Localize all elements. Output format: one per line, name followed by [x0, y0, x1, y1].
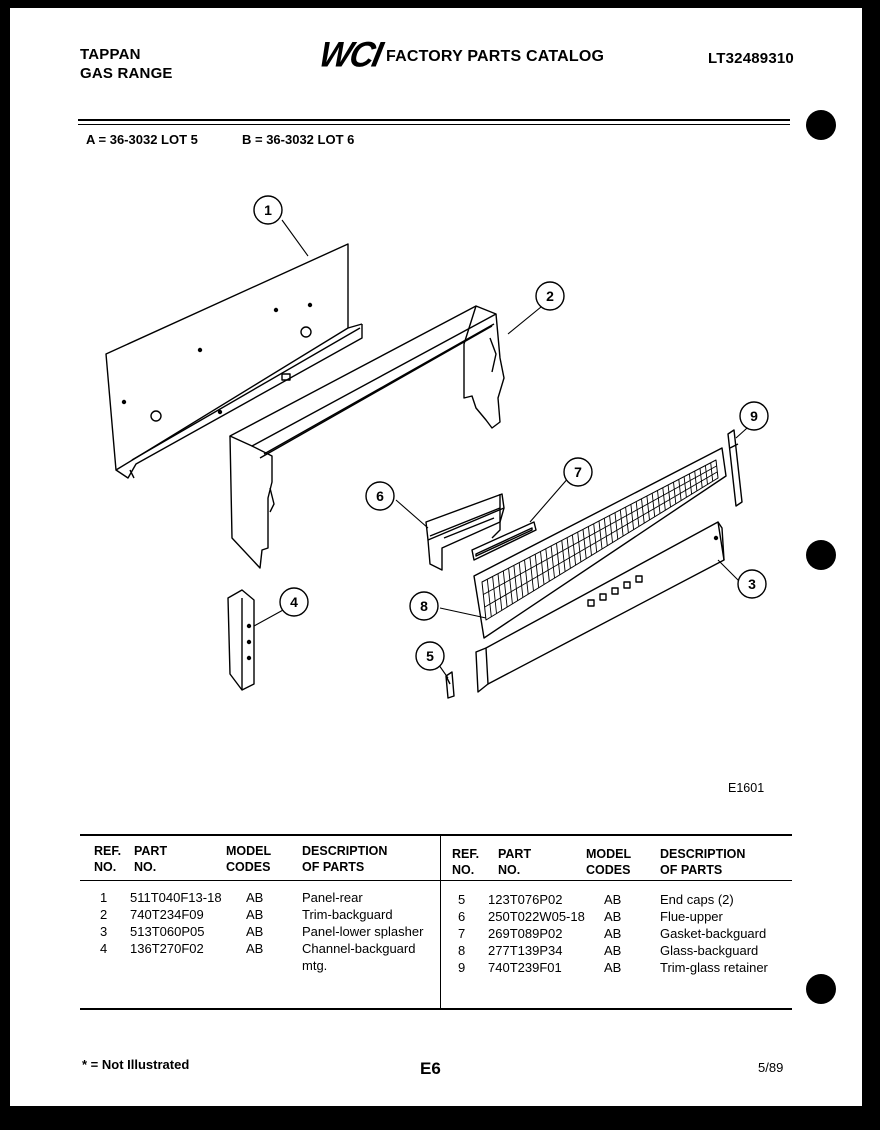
callout-label: 5 — [426, 648, 434, 664]
catalog-number: LT32489310 — [708, 50, 794, 67]
left-part-column: 511T040F13-18 740T234F09 513T060P05 136T… — [130, 890, 222, 956]
revision-date: 5/89 — [758, 1060, 784, 1075]
part-6-upper-flue — [425, 493, 505, 571]
punch-hole-top — [806, 110, 836, 140]
punch-hole-bottom — [806, 974, 836, 1004]
callout-label: 1 — [264, 202, 272, 218]
part-7-gasket — [471, 521, 537, 561]
callout-6: 6 — [365, 481, 395, 511]
table-bottom-rule — [80, 1008, 792, 1010]
part-8-glass-backguard — [473, 447, 727, 639]
brand-line-2: GAS RANGE — [80, 65, 173, 82]
left-desc-column: Panel-rear Trim-backguard Panel-lower sp… — [302, 890, 424, 973]
table-row: 7 — [458, 926, 466, 941]
table-row: 5 — [458, 892, 466, 907]
callout-label: 9 — [750, 408, 758, 424]
col-desc-left: DESCRIPTION OF PARTS — [302, 844, 388, 874]
callout-9: 9 — [739, 401, 769, 431]
col-desc-right: DESCRIPTION OF PARTS — [660, 847, 746, 877]
callout-3: 3 — [737, 569, 767, 599]
callout-label: 3 — [748, 576, 756, 592]
header-rule-thin — [78, 124, 790, 125]
right-desc-column: End caps (2) Flue-upper Gasket-backguard… — [660, 892, 768, 975]
table-divider — [440, 836, 441, 1008]
brand-title: TAPPAN GAS RANGE — [80, 45, 173, 83]
table-header-rule — [80, 880, 792, 881]
callout-4: 4 — [279, 587, 309, 617]
callout-label: 6 — [376, 488, 384, 504]
header-rule — [78, 119, 790, 121]
callout-label: 4 — [290, 594, 298, 610]
table-row: 9 — [458, 960, 466, 975]
part-4-channel-mtg — [227, 589, 255, 691]
model-b: B = 36-3032 LOT 6 — [242, 132, 355, 147]
table-row: 3 — [100, 924, 108, 939]
callout-5: 5 — [415, 641, 445, 671]
table-row: 2 — [100, 907, 108, 922]
col-ref-left: REF. NO. — [94, 844, 122, 874]
punch-hole-middle — [806, 540, 836, 570]
page-number: E6 — [420, 1059, 441, 1078]
right-ref-column: 5 6 7 8 9 — [458, 891, 465, 976]
right-part-column: 123T076P02 250T022W05-18 269T089P02 277T… — [488, 892, 585, 975]
col-ref-right: REF. NO. — [452, 847, 480, 877]
table-top-rule — [80, 834, 792, 836]
callout-1: 1 — [253, 195, 283, 225]
part-2-trim-backguard — [229, 305, 505, 569]
part-1-rear-panel — [105, 243, 363, 479]
part-9-trim-retainer — [727, 429, 743, 507]
callout-label: 7 — [574, 464, 582, 480]
callout-2: 2 — [535, 281, 565, 311]
figure-code: E1601 — [728, 781, 764, 795]
table-row: 1 — [100, 890, 108, 905]
callout-8: 8 — [409, 591, 439, 621]
catalog-title: FACTORY PARTS CATALOG — [386, 48, 605, 65]
right-codes-column: AB AB AB AB AB — [604, 892, 622, 975]
col-part-left: PART NO. — [134, 844, 168, 874]
table-row: 8 — [458, 943, 466, 958]
exploded-parts-diagram: 1 2 3 4 5 6 7 8 9 E1601 — [105, 195, 769, 795]
callout-label: 8 — [420, 598, 428, 614]
catalog-page: TAPPAN GAS RANGE WCI FACTORY PARTS CATAL… — [10, 8, 862, 1106]
col-model-left: MODEL CODES — [226, 844, 272, 874]
part-5-end-cap — [445, 671, 455, 699]
part-3-lower-splasher — [475, 521, 725, 693]
callout-label: 2 — [546, 288, 554, 304]
table-row: 4 — [100, 941, 108, 956]
col-part-right: PART NO. — [498, 847, 532, 877]
brand-line-1: TAPPAN — [80, 46, 141, 63]
not-illustrated-note: * = Not Illustrated — [82, 1057, 190, 1072]
model-a: A = 36-3032 LOT 5 — [86, 132, 198, 147]
left-ref-column: 1 2 3 4 — [100, 889, 107, 957]
callout-7: 7 — [563, 457, 593, 487]
col-model-right: MODEL CODES — [586, 847, 632, 877]
left-codes-column: AB AB AB AB — [246, 890, 264, 956]
table-row: 6 — [458, 909, 466, 924]
